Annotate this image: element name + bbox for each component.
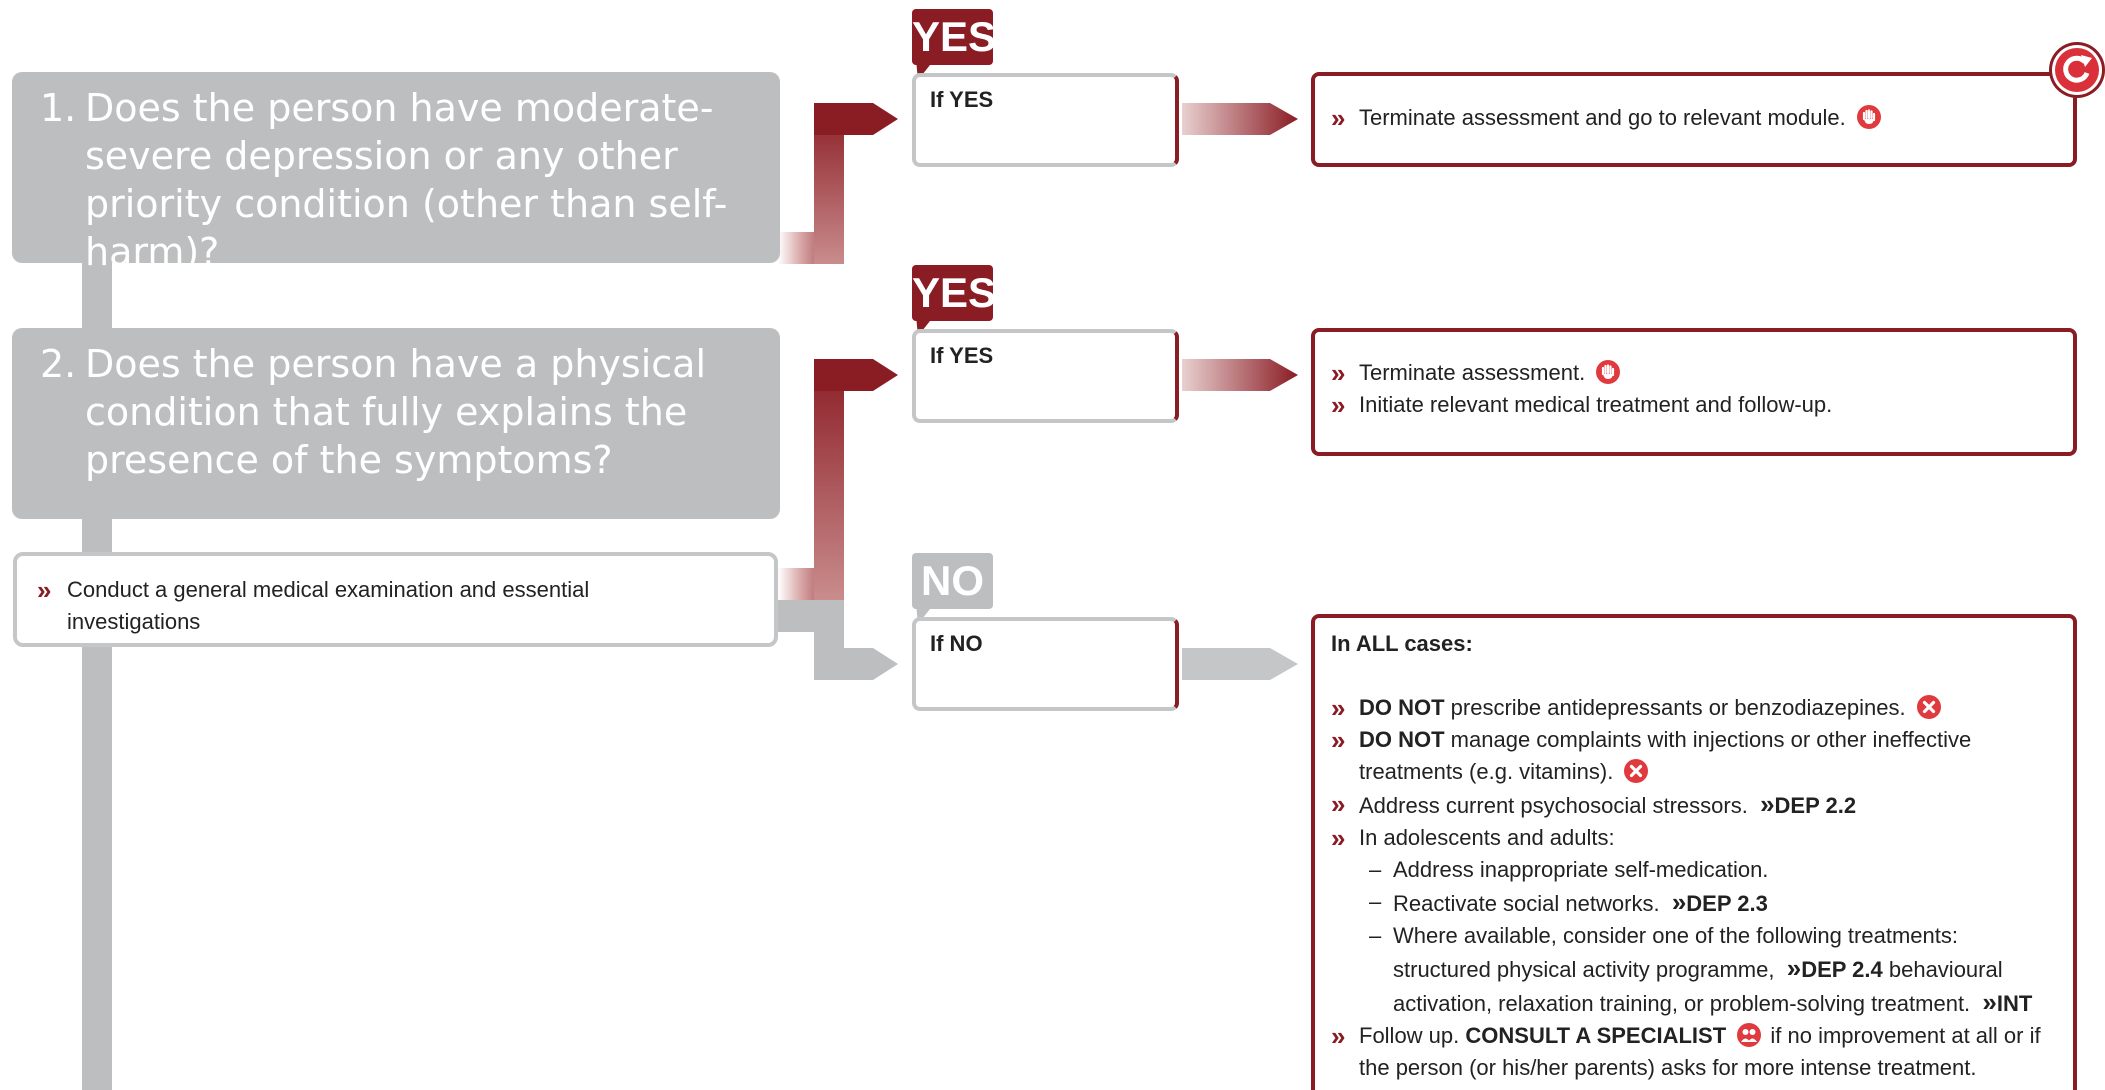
- do-not-bold-1: DO NOT: [1359, 695, 1451, 720]
- no-tag-label: NO: [921, 557, 984, 604]
- yes2-out-arrow: [1182, 359, 1298, 391]
- int-link[interactable]: »INT: [1976, 987, 2033, 1017]
- follow-up-item: » Follow up. CONSULT A SPECIALIST if no …: [1331, 1020, 2055, 1084]
- q2-vertical: [814, 359, 844, 600]
- outcome-box-3: In ALL cases: » DO NOT prescribe antidep…: [1311, 614, 2077, 1090]
- ref-chevron: »: [1671, 887, 1687, 917]
- note-chevron: »: [37, 575, 52, 605]
- do-not-text-1: prescribe antidepressants or benzodiazep…: [1450, 695, 1906, 720]
- adolescents-text: In adolescents and adults:: [1359, 825, 1615, 850]
- outcome-2-chevron-2: »: [1331, 390, 1346, 420]
- sub-item-1: – Address inappropriate self-medication.: [1331, 854, 2055, 886]
- if-yes-label-2: If YES: [930, 343, 994, 368]
- if-yes-box-1: If YES: [912, 73, 1179, 167]
- chevron: »: [1331, 725, 1346, 755]
- no-arrow: [814, 648, 898, 680]
- note-text: Conduct a general medical examination an…: [67, 577, 590, 634]
- chevron: »: [1331, 1021, 1346, 1051]
- dep-2-4-link[interactable]: »DEP 2.4: [1781, 953, 1883, 983]
- dep-2-2-ref: DEP 2.2: [1774, 793, 1857, 818]
- stop-hand-icon: [1596, 360, 1621, 384]
- outcome-2-chevron-1: »: [1331, 358, 1346, 388]
- if-no-label: If NO: [930, 631, 983, 656]
- dep-2-3-ref: DEP 2.3: [1686, 891, 1768, 916]
- outcome-2-item-1: » Terminate assessment.: [1331, 357, 1832, 389]
- dash: –: [1369, 889, 1382, 914]
- do-not-item-1: » DO NOT prescribe antidepressants or be…: [1331, 692, 2055, 724]
- sub-item-2-text: Reactivate social networks.: [1393, 891, 1660, 916]
- chevron: »: [1331, 823, 1346, 853]
- dep-2-4-ref: DEP 2.4: [1801, 957, 1883, 982]
- question-1-box: 1. Does the person have moderate-severe …: [12, 72, 780, 274]
- dash: –: [1369, 923, 1382, 948]
- do-not-bold-2: DO NOT: [1359, 727, 1451, 752]
- outcome-box-1: » Terminate assessment and go to relevan…: [1311, 72, 2077, 167]
- no-cross-icon: [1624, 759, 1649, 783]
- question-1-number: 1.: [40, 86, 77, 130]
- ref-chevron: »: [1760, 789, 1775, 819]
- no-cross-icon: [1916, 695, 1941, 719]
- outcome-1-chevron: »: [1331, 103, 1346, 133]
- outcome-2-item-2: » Initiate relevant medical treatment an…: [1331, 389, 1832, 421]
- all-cases-heading: In ALL cases:: [1331, 631, 1473, 656]
- sub-item-3-text-a: Where available, consider one of the fol…: [1393, 923, 1958, 982]
- sub-item-2: – Reactivate social networks. »DEP 2.3: [1331, 886, 2055, 920]
- return-arrow-icon: [2049, 42, 2105, 98]
- chevron: »: [1331, 789, 1346, 819]
- no-out-arrow: [1182, 648, 1298, 680]
- do-not-item-2: » DO NOT manage complaints with injectio…: [1331, 724, 2055, 788]
- yes-tag-2-label: YES: [912, 269, 997, 316]
- outcome-1-text: Terminate assessment and go to relevant …: [1359, 105, 1846, 130]
- if-yes-label-1: If YES: [930, 87, 994, 112]
- question-2-number: 2.: [40, 342, 77, 386]
- question-2-text: Does the person have a physical conditio…: [85, 342, 707, 482]
- outcome-box-2: » Terminate assessment. » Initiate relev…: [1311, 328, 2077, 456]
- yes-tag-1-label: YES: [912, 13, 997, 60]
- question-1-text: Does the person have moderate-severe dep…: [85, 86, 728, 274]
- stop-hand-icon: [1856, 105, 1881, 129]
- adolescents-item: » In adolescents and adults:: [1331, 822, 2055, 854]
- dash: –: [1369, 857, 1382, 882]
- do-not-text-2: manage complaints with injections or oth…: [1359, 727, 1972, 784]
- dep-2-2-link[interactable]: »DEP 2.2: [1754, 789, 1857, 819]
- if-yes-box-2: If YES: [912, 329, 1179, 423]
- outcome-2-text-2: Initiate relevant medical treatment and …: [1359, 392, 1833, 417]
- ref-chevron: »: [1982, 987, 1997, 1017]
- chevron: »: [1331, 693, 1346, 723]
- consult-specialist-icon: [1737, 1023, 1762, 1047]
- question-2-box: 2. Does the person have a physical condi…: [12, 328, 780, 519]
- q2-arrow: [814, 359, 898, 391]
- yes-tag-1: YES: [912, 9, 997, 65]
- consult-specialist-bold: CONSULT A SPECIALIST: [1465, 1023, 1733, 1048]
- yes-tag-2: YES: [912, 265, 997, 321]
- outcome-2-text-1: Terminate assessment.: [1359, 360, 1586, 385]
- sub-item-3-text-b: behavioural activation, relaxation train…: [1393, 957, 2003, 1016]
- no-tag: NO: [912, 553, 993, 609]
- address-stressors-text: Address current psychosocial stressors.: [1359, 793, 1748, 818]
- exam-note-box: » Conduct a general medical examination …: [13, 552, 778, 647]
- int-ref: INT: [1996, 991, 2033, 1016]
- sub-item-1-text: Address inappropriate self-medication.: [1393, 857, 1769, 882]
- ref-chevron: »: [1786, 953, 1802, 983]
- if-no-box: If NO: [912, 617, 1179, 711]
- yes1-out-arrow: [1182, 103, 1298, 135]
- follow-up-text-a: Follow up.: [1359, 1023, 1466, 1048]
- sub-item-3: – Where available, consider one of the f…: [1331, 920, 2055, 1020]
- address-stressors-item: » Address current psychosocial stressors…: [1331, 788, 2055, 822]
- q1-arrow: [814, 103, 898, 135]
- dep-2-3-link[interactable]: »DEP 2.3: [1666, 887, 1768, 917]
- follow-up-text-b: if no improvement at all or if the perso…: [1359, 1023, 2041, 1080]
